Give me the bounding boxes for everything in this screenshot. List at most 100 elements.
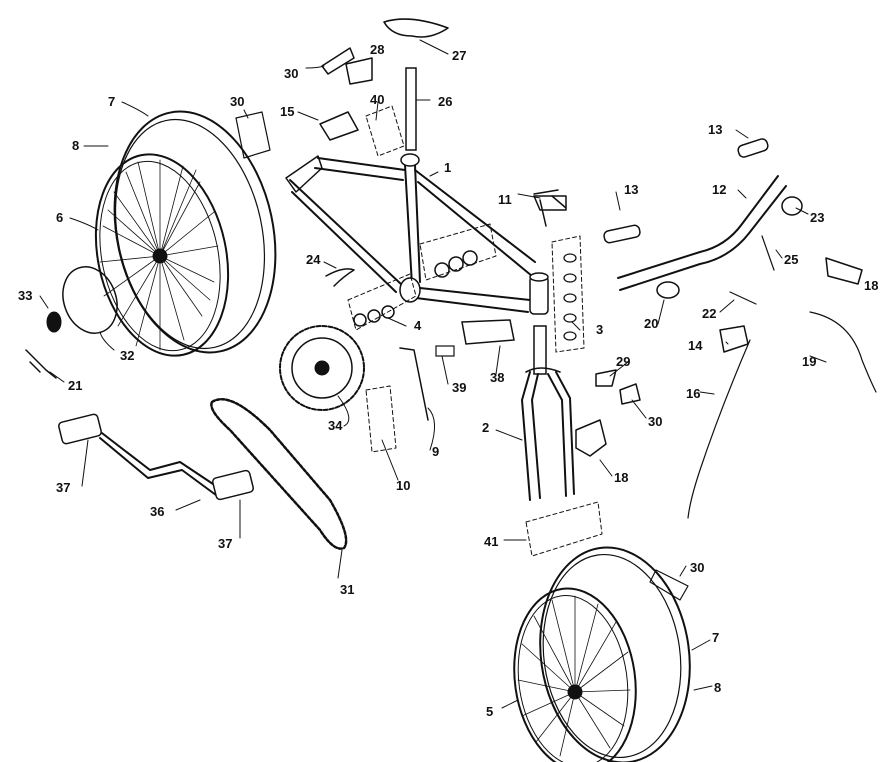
rear-derailleur-hanger bbox=[25, 349, 57, 379]
cable-guide bbox=[761, 235, 775, 271]
rear-rim-inner bbox=[99, 160, 221, 352]
callout-30-wheel: 30 bbox=[690, 560, 704, 575]
callout-30-rear: 30 bbox=[230, 94, 244, 109]
leader-lines bbox=[39, 39, 827, 709]
callout-13-stem: 13 bbox=[624, 182, 638, 197]
fork-crown bbox=[525, 367, 561, 373]
saddle bbox=[383, 18, 449, 38]
callout-33: 33 bbox=[18, 288, 32, 303]
front-wheel-assembly bbox=[513, 546, 691, 762]
callout-30-seat: 30 bbox=[284, 66, 298, 81]
callout-18-lever: 18 bbox=[864, 278, 878, 293]
chainring-body bbox=[291, 337, 353, 399]
crank-pedals bbox=[58, 413, 254, 501]
freewheel-sprocket bbox=[46, 311, 62, 333]
brake-cable-rear bbox=[809, 311, 877, 393]
callout-36: 36 bbox=[150, 504, 164, 519]
small-parts bbox=[25, 47, 877, 601]
kickstand bbox=[399, 347, 429, 421]
rear-spokes bbox=[99, 159, 219, 351]
callout-1: 1 bbox=[444, 160, 451, 175]
bottom-bracket-shell bbox=[399, 277, 421, 303]
seat-bracket bbox=[345, 57, 373, 85]
callout-labels: 7 8 6 33 32 21 30 30 28 15 40 27 26 1 24… bbox=[18, 39, 878, 719]
cable-housing bbox=[729, 291, 757, 305]
front-tire-outer bbox=[539, 546, 691, 762]
pedal-right bbox=[212, 469, 254, 501]
bicycle-frame bbox=[285, 153, 549, 315]
callout-37-left: 37 bbox=[56, 480, 70, 495]
callout-6: 6 bbox=[56, 210, 63, 225]
callout-20: 20 bbox=[644, 316, 658, 331]
callout-8-front: 8 bbox=[714, 680, 721, 695]
headset-nut bbox=[656, 281, 680, 299]
top-tube bbox=[414, 169, 536, 277]
callout-28: 28 bbox=[370, 42, 384, 57]
handlebar-grip-right bbox=[737, 138, 769, 158]
reflector-bracket-front bbox=[619, 383, 641, 405]
seat-stay bbox=[314, 157, 406, 181]
handlebar-assembly bbox=[533, 138, 787, 291]
callout-40: 40 bbox=[370, 92, 384, 107]
handlebar bbox=[617, 175, 787, 291]
fork-left-blade bbox=[521, 371, 541, 501]
rear-rim bbox=[94, 153, 230, 357]
handlebar-grip-left bbox=[603, 224, 641, 244]
fork-steerer bbox=[533, 325, 547, 375]
headset-bearings bbox=[563, 253, 577, 341]
callout-11: 11 bbox=[498, 192, 512, 207]
callout-14: 14 bbox=[688, 338, 703, 353]
group-brackets bbox=[347, 105, 603, 557]
brake-cable-front bbox=[687, 339, 751, 519]
callout-38: 38 bbox=[490, 370, 504, 385]
bottom-bracket-cup bbox=[461, 319, 515, 345]
brake-lever-right bbox=[825, 257, 863, 285]
callout-5: 5 bbox=[486, 704, 493, 719]
callout-19: 19 bbox=[802, 354, 816, 369]
reflector-rear bbox=[235, 111, 271, 159]
front-spokes bbox=[517, 595, 631, 757]
seat-post bbox=[405, 67, 417, 151]
callout-4: 4 bbox=[414, 318, 422, 333]
chain bbox=[210, 397, 348, 550]
callout-22: 22 bbox=[702, 306, 716, 321]
callout-9: 9 bbox=[432, 444, 439, 459]
callout-21: 21 bbox=[68, 378, 82, 393]
reflector-front bbox=[649, 569, 689, 601]
chainring bbox=[279, 325, 365, 411]
front-hub bbox=[567, 684, 583, 700]
chain-stay bbox=[289, 179, 403, 293]
callout-18-brake: 18 bbox=[614, 470, 628, 485]
callout-15: 15 bbox=[280, 104, 294, 119]
front-rim bbox=[513, 587, 637, 762]
callout-10: 10 bbox=[396, 478, 410, 493]
front-rim-inner bbox=[517, 595, 629, 762]
reflector-bracket bbox=[435, 345, 455, 357]
crank-arm bbox=[97, 429, 223, 499]
callout-12: 12 bbox=[712, 182, 726, 197]
callout-7-front: 7 bbox=[712, 630, 719, 645]
front-brake-caliper bbox=[575, 419, 607, 457]
callout-32: 32 bbox=[120, 348, 134, 363]
callout-26: 26 bbox=[438, 94, 452, 109]
callout-41: 41 bbox=[484, 534, 498, 549]
callout-8-rear: 8 bbox=[72, 138, 79, 153]
callout-29: 29 bbox=[616, 354, 630, 369]
chainring-teeth bbox=[279, 325, 365, 411]
seat-reflector bbox=[321, 47, 355, 75]
rear-tire-outer bbox=[113, 110, 277, 354]
seat-tube bbox=[404, 164, 421, 286]
callout-37-right: 37 bbox=[218, 536, 232, 551]
callout-39: 39 bbox=[452, 380, 466, 395]
front-tire-inner bbox=[542, 553, 682, 759]
stem-clamp bbox=[533, 195, 567, 211]
spoke-protector bbox=[62, 266, 118, 334]
stem bbox=[533, 189, 567, 227]
seat-lug bbox=[400, 153, 420, 167]
bar-end-cap bbox=[781, 196, 803, 216]
callout-30-front: 30 bbox=[648, 414, 662, 429]
chainring-center bbox=[314, 360, 330, 376]
callout-34: 34 bbox=[328, 418, 343, 433]
